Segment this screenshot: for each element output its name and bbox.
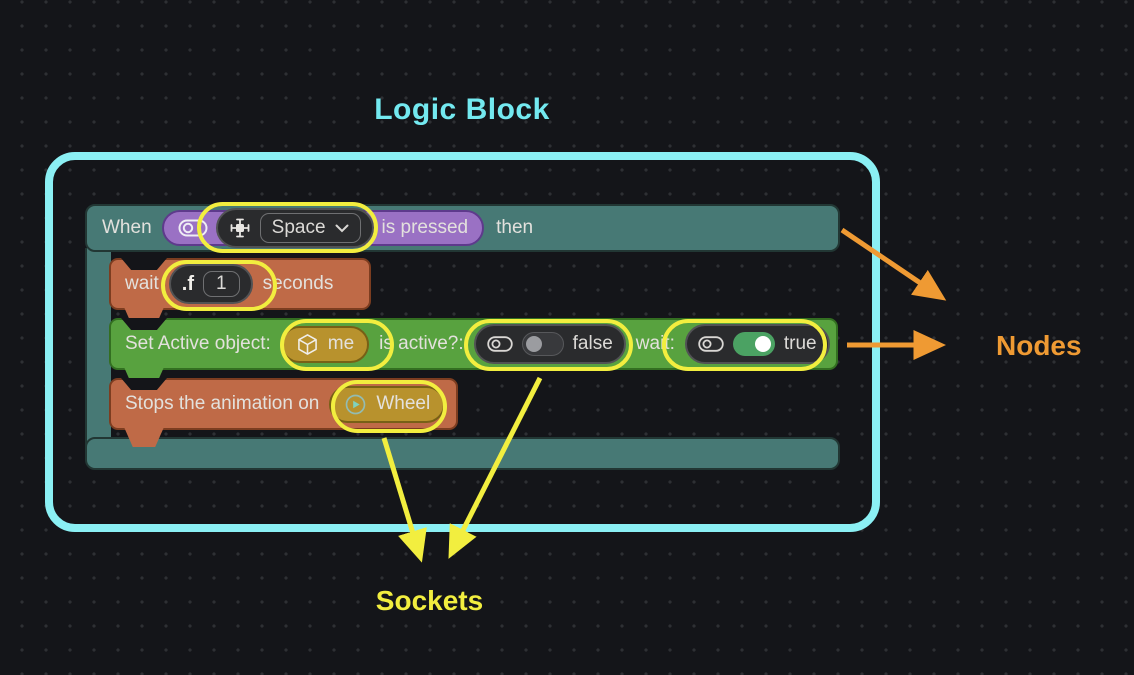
toggle-icon xyxy=(486,336,513,352)
wait-node[interactable]: wait .f 1 seconds xyxy=(109,258,371,327)
wait-label: wait xyxy=(125,273,159,294)
animation-target-socket[interactable]: Wheel xyxy=(329,385,446,423)
when-node-footer xyxy=(85,437,840,470)
chevron-down-icon xyxy=(335,224,349,232)
keyboard-key-icon xyxy=(230,218,250,238)
key-dropdown[interactable]: Space xyxy=(259,213,361,243)
sockets-label: Sockets xyxy=(375,585,484,616)
stop-animation-node[interactable]: Stops the animation on Wheel xyxy=(109,378,458,447)
wait-duration-socket[interactable]: .f 1 xyxy=(168,264,253,304)
wait-option-value: true xyxy=(783,333,817,354)
then-label: then xyxy=(496,217,534,238)
is-active-label: is active?: xyxy=(379,333,464,354)
animation-target-value: Wheel xyxy=(376,393,431,414)
page-title: Logic Block xyxy=(374,93,550,126)
toggle-knob xyxy=(754,336,771,352)
set-active-node[interactable]: Set Active object: me is active?: false … xyxy=(109,318,838,387)
wait-option-toggle[interactable] xyxy=(732,332,775,356)
cube-icon xyxy=(297,333,317,355)
when-node[interactable]: When Space is pressed xyxy=(85,204,840,252)
node-top-notch xyxy=(121,318,167,330)
set-active-label: Set Active object: xyxy=(125,333,271,354)
toggle-icon xyxy=(698,336,724,352)
node-top-notch xyxy=(121,378,167,390)
is-active-toggle[interactable] xyxy=(521,332,564,356)
wait-value: 1 xyxy=(216,273,227,294)
float-icon: .f xyxy=(181,272,195,295)
is-active-value: false xyxy=(572,333,613,354)
nodes-label: Nodes xyxy=(996,330,1082,361)
wait-option-label: wait: xyxy=(635,333,675,354)
wait-value-input[interactable]: 1 xyxy=(203,271,240,297)
is-pressed-label: is pressed xyxy=(381,217,469,238)
key-select-socket[interactable]: Space xyxy=(215,208,374,248)
play-icon xyxy=(346,394,366,414)
key-event-socket[interactable]: Space is pressed xyxy=(161,208,485,248)
object-socket[interactable]: me xyxy=(280,325,370,363)
object-value: me xyxy=(327,333,355,354)
stop-animation-label: Stops the animation on xyxy=(125,393,320,414)
when-node-spine xyxy=(85,248,111,448)
toggle-knob xyxy=(525,335,542,352)
seconds-label: seconds xyxy=(262,273,334,294)
when-label: When xyxy=(102,217,152,238)
is-active-socket[interactable]: false xyxy=(473,324,626,364)
toggle-icon xyxy=(178,219,208,237)
node-bottom-tab xyxy=(124,427,164,447)
wait-option-socket[interactable]: true xyxy=(684,324,830,364)
key-dropdown-value: Space xyxy=(271,217,326,238)
node-top-notch xyxy=(121,258,167,270)
